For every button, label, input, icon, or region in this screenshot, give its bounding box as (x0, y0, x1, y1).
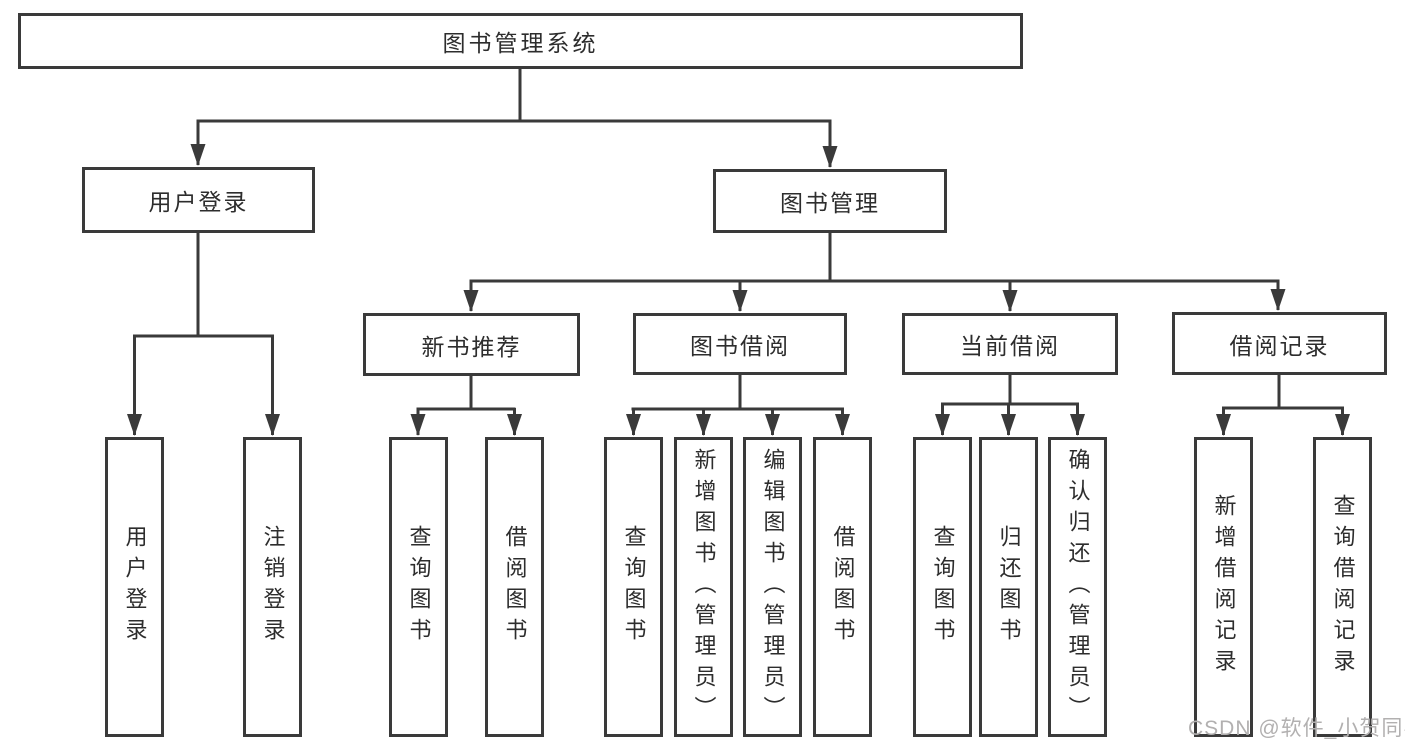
leaf-query-book: 查询图书 (389, 437, 448, 737)
bus-userlogin-to-leaves (133, 233, 274, 338)
leaf-return-book: 归还图书 (979, 437, 1038, 737)
node-book-borrow: 图书借阅 (633, 313, 847, 375)
bus-current-to-leaves (941, 375, 1079, 406)
bus-newbook-to-leaves (416, 376, 516, 411)
node-book-management: 图书管理 (713, 169, 947, 233)
leaf-user-login: 用户登录 (105, 437, 164, 737)
bus-borrow-to-leaves (631, 375, 844, 411)
csdn-watermark: CSDN @软件_小贺同学 (1188, 717, 1405, 740)
node-user-login: 用户登录 (82, 167, 315, 233)
node-new-book-recommend: 新书推荐 (363, 313, 580, 376)
bus-bookmgmt-to-level3 (469, 233, 1280, 283)
leaf-query-book: 查询图书 (913, 437, 972, 737)
bus-root-to-level2 (196, 69, 832, 123)
leaf-add-borrow-record: 新增借阅记录 (1194, 437, 1253, 737)
leaf-borrow-book: 借阅图书 (813, 437, 872, 737)
leaf-logout: 注销登录 (243, 437, 302, 737)
bus-record-to-leaves (1222, 375, 1344, 410)
node-current-borrow: 当前借阅 (902, 313, 1118, 375)
node-borrow-record: 借阅记录 (1172, 312, 1387, 375)
leaf-query-borrow-record: 查询借阅记录 (1313, 437, 1372, 737)
leaf-add-book-admin: 新增图书（管理员） (674, 437, 733, 737)
leaf-borrow-book: 借阅图书 (485, 437, 544, 737)
node-root: 图书管理系统 (18, 13, 1023, 69)
leaf-query-book: 查询图书 (604, 437, 663, 737)
leaf-confirm-return-admin: 确认归还（管理员） (1048, 437, 1107, 737)
leaf-edit-book-admin: 编辑图书（管理员） (743, 437, 802, 737)
